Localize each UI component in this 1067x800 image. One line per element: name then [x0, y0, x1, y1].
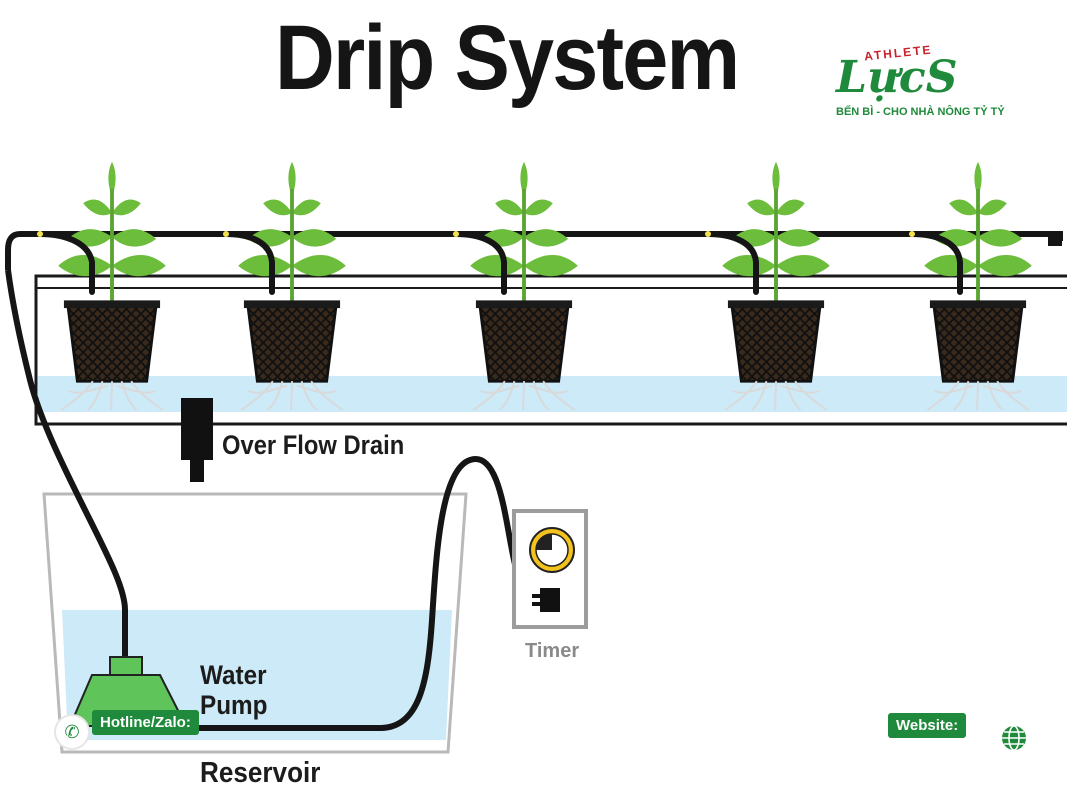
- overflow-drain-label: Over Flow Drain: [222, 430, 405, 460]
- brand-name: LựcS: [836, 52, 958, 103]
- reservoir-label: Reservoir: [200, 757, 321, 789]
- timer-clock-icon: [529, 527, 575, 573]
- water-pump-label: Water Pump: [200, 660, 268, 720]
- timer-label: Timer: [525, 640, 580, 662]
- website-label[interactable]: Website:: [888, 713, 967, 738]
- brand-logo: ATHLETE LựcS BẾN BÌ - CHO NHÀ NÔNG TỶ TỶ: [832, 40, 1044, 122]
- brand-tagline: BẾN BÌ - CHO NHÀ NÔNG TỶ TỶ: [836, 106, 1005, 118]
- globe-icon[interactable]: [1000, 724, 1028, 752]
- hotline-label[interactable]: Hotline/Zalo:: [92, 710, 199, 735]
- plug-icon: [532, 588, 560, 612]
- phone-icon[interactable]: ✆: [56, 716, 88, 748]
- diagram-title: Drip System: [275, 7, 740, 109]
